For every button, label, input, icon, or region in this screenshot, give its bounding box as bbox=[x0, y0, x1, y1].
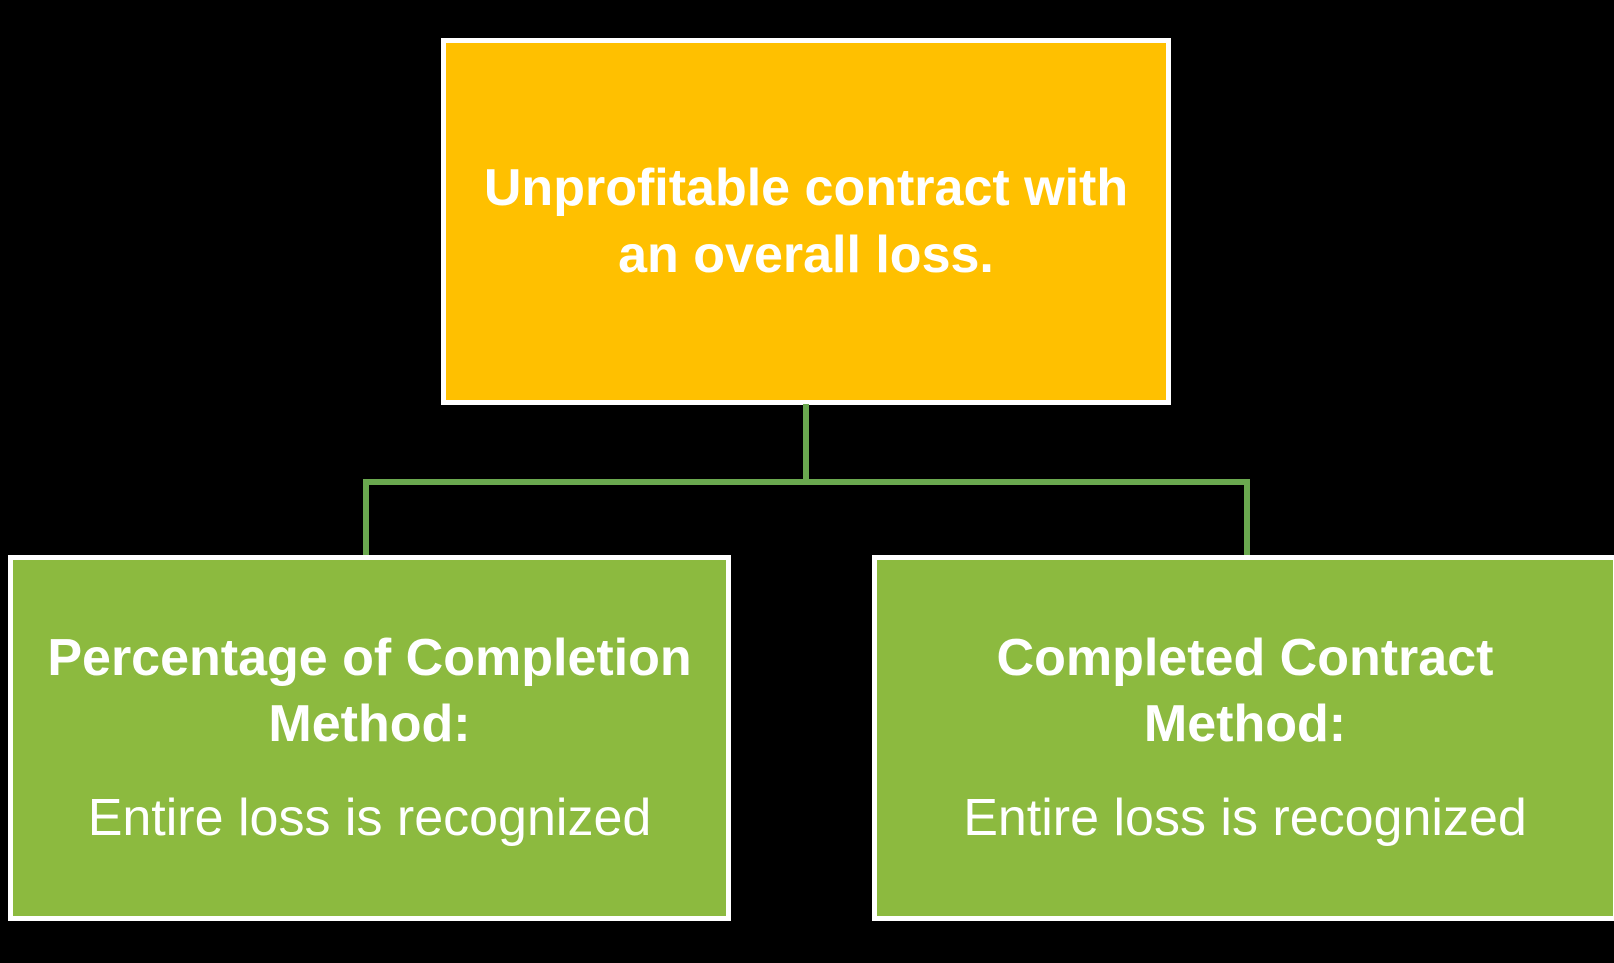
connector-crossbar-line bbox=[363, 479, 1250, 485]
root-node-label: Unprofitable contract with an overall lo… bbox=[483, 159, 1129, 284]
child-node-body: Entire loss is recognized bbox=[87, 789, 652, 848]
connector-drop-right-line bbox=[1244, 479, 1250, 557]
connector-drop-left-line bbox=[363, 479, 369, 557]
child-node-heading: Percentage of Completion Method: bbox=[47, 628, 692, 753]
child-node-completed-contract: Completed Contract Method: Entire loss i… bbox=[872, 555, 1614, 921]
child-node-heading: Completed Contract Method: bbox=[996, 628, 1494, 753]
root-node-unprofitable-contract: Unprofitable contract with an overall lo… bbox=[441, 38, 1171, 405]
child-node-body: Entire loss is recognized bbox=[963, 789, 1527, 848]
child-node-percentage-of-completion: Percentage of Completion Method: Entire … bbox=[8, 555, 731, 921]
connector-stem-line bbox=[803, 404, 809, 482]
